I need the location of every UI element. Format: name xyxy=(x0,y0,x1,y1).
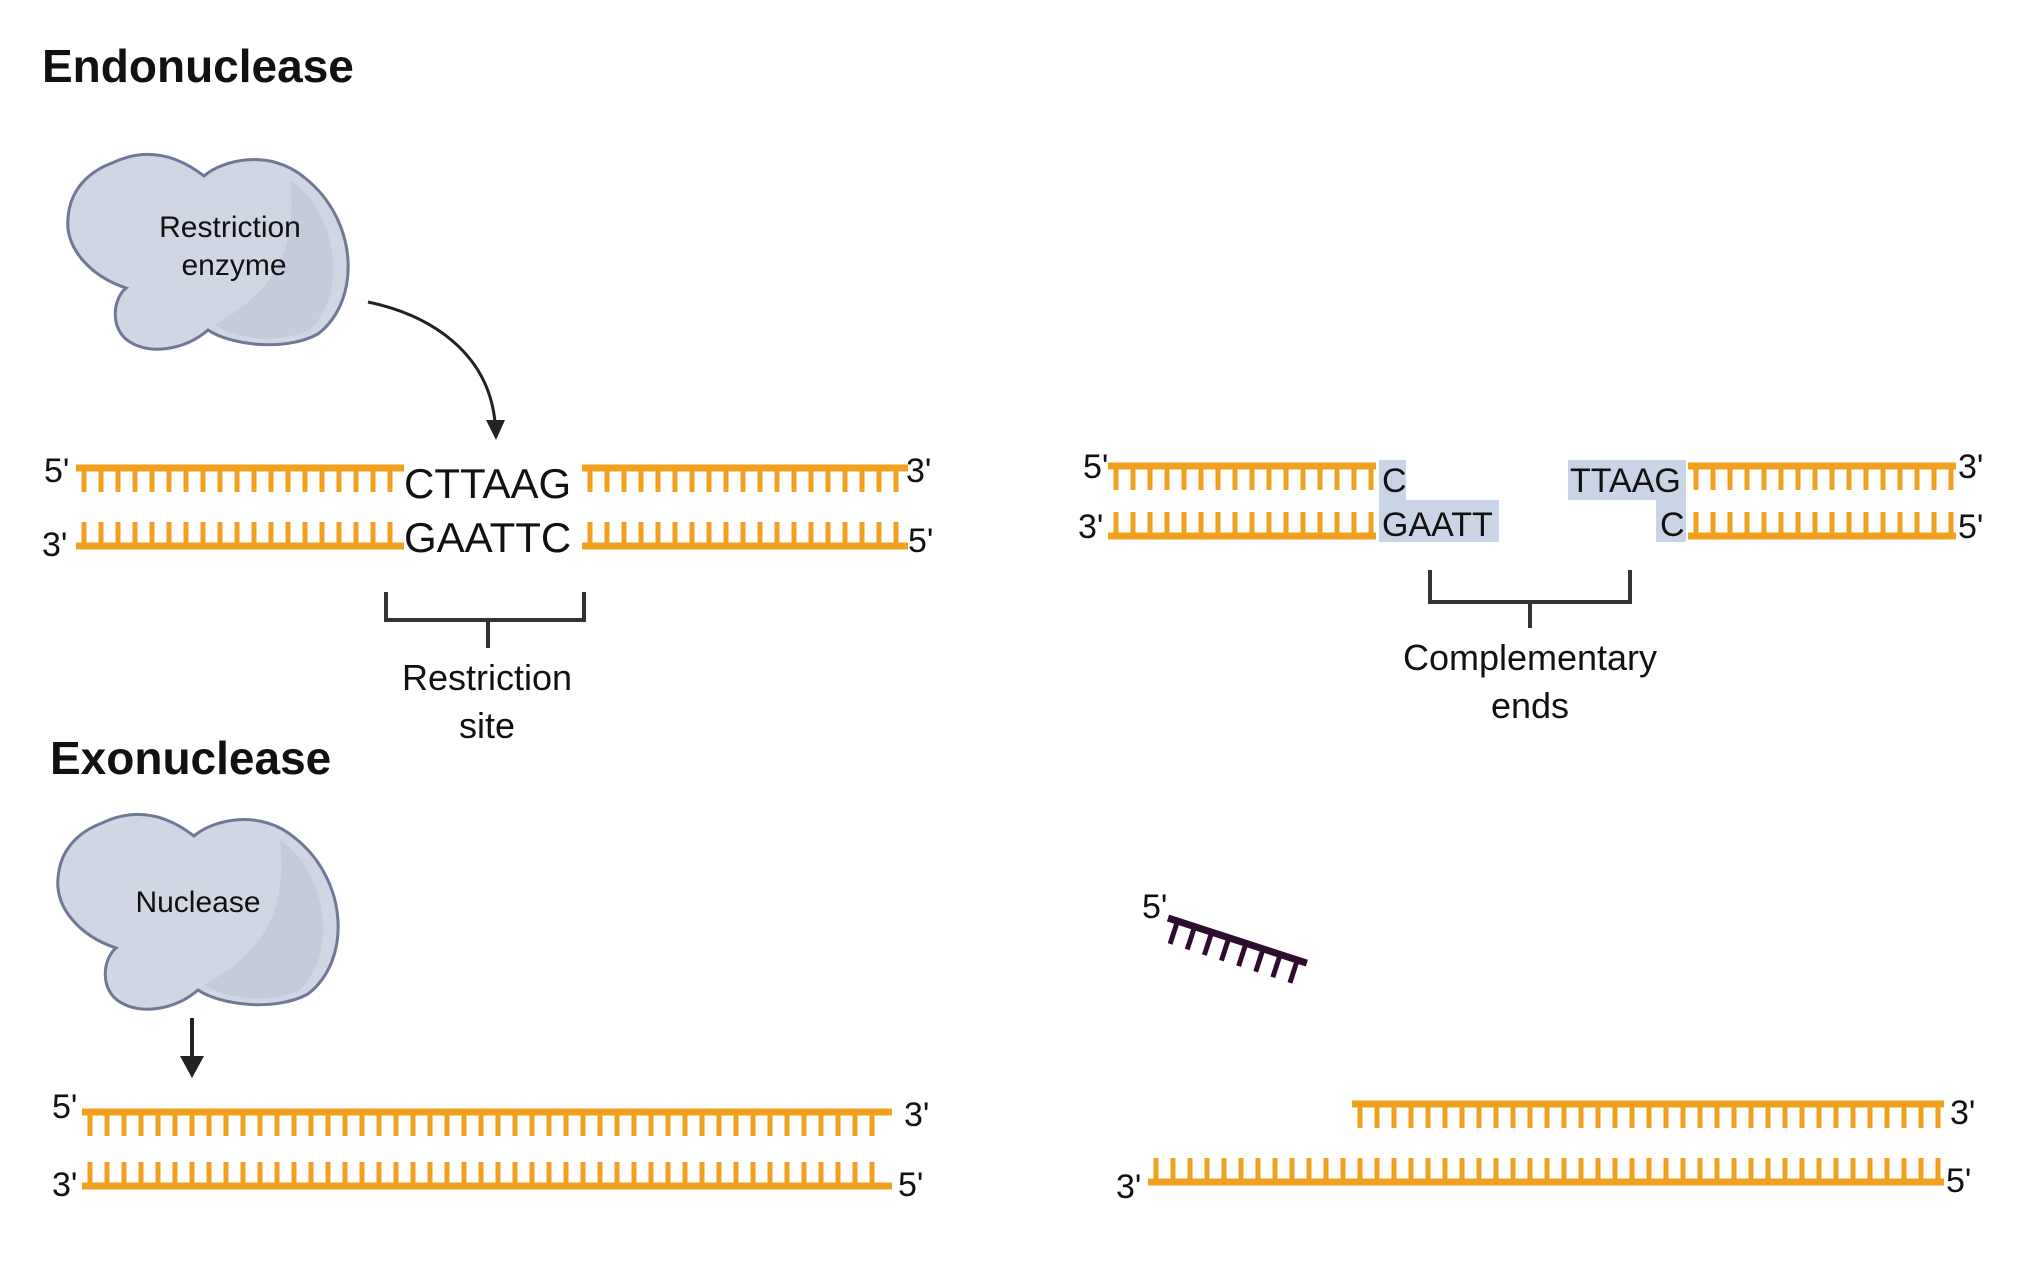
left-fragment-top-overhang: C xyxy=(1382,462,1407,500)
cut-left-top-strand xyxy=(1108,462,1376,490)
result-bottom-left-end: 3' xyxy=(1116,1168,1141,1206)
endonuclease-dna xyxy=(76,464,908,550)
fragment-5prime-end: 5' xyxy=(1142,888,1167,926)
complementary-ends-bracket xyxy=(1428,570,1632,628)
restriction-site-label-line2: site xyxy=(459,705,515,746)
left-bottom-overhang-highlight xyxy=(1379,500,1499,542)
right-fragment-top-overhang: TTAAG xyxy=(1570,462,1681,500)
nuclease-label: Nuclease xyxy=(135,886,260,919)
cut-right-top-strand xyxy=(1688,462,1956,490)
cut-bottom-right-end: 5' xyxy=(1958,508,1983,546)
endo-bottom-left-end: 3' xyxy=(42,526,67,564)
exo-bottom-strand xyxy=(82,1162,892,1190)
exo-top-strand xyxy=(82,1108,892,1136)
endonuclease-title: Endonuclease xyxy=(42,40,354,92)
restriction-enzyme-label-line1: Restriction xyxy=(159,211,301,244)
right-fragment-bottom-overhang: C xyxy=(1660,506,1685,544)
complementary-ends-label-line2: ends xyxy=(1491,685,1569,726)
cut-top-left-end: 5' xyxy=(1083,448,1108,486)
released-nucleotide-fragment xyxy=(1166,914,1308,984)
restriction-enzyme-shape xyxy=(66,152,350,351)
exo-bottom-left-end: 3' xyxy=(52,1166,77,1204)
endo-top-left-end: 5' xyxy=(44,452,69,490)
exo-top-right-end: 3' xyxy=(904,1096,929,1134)
cut-bottom-left-end: 3' xyxy=(1078,508,1103,546)
result-bottom-strand xyxy=(1148,1158,1944,1186)
restriction-site-label-line1: Restriction xyxy=(402,657,572,698)
left-top-overhang-highlight xyxy=(1379,460,1406,500)
exo-bottom-right-end: 5' xyxy=(898,1166,923,1204)
result-bottom-right-end: 5' xyxy=(1946,1162,1971,1200)
exo-top-left-end: 5' xyxy=(52,1088,77,1126)
endo-top-right-strand xyxy=(582,464,908,492)
cut-left-bottom-strand xyxy=(1108,512,1376,540)
endo-bottom-right-strand xyxy=(582,522,908,550)
result-top-strand xyxy=(1352,1100,1944,1128)
right-bottom-overhang-highlight xyxy=(1656,500,1686,542)
cut-top-right-end: 3' xyxy=(1958,448,1983,486)
cut-dna-fragments xyxy=(1108,462,1956,540)
right-top-overhang-highlight xyxy=(1568,460,1686,500)
endo-top-left-strand xyxy=(76,464,404,492)
complementary-ends-label-line1: Complementary xyxy=(1403,637,1657,678)
restriction-site-bracket xyxy=(384,592,586,648)
cut-right-bottom-strand xyxy=(1688,512,1956,540)
fragment-strand xyxy=(1166,914,1308,984)
nuclease-enzyme-shape xyxy=(56,812,340,1011)
restriction-site-top-sequence: CTTAAG xyxy=(404,460,571,507)
endo-top-right-end: 3' xyxy=(906,452,931,490)
left-fragment-bottom-overhang: GAATT xyxy=(1382,506,1493,544)
exonuclease-title: Exonuclease xyxy=(50,732,331,784)
result-top-right-end: 3' xyxy=(1950,1094,1975,1132)
endo-bottom-left-strand xyxy=(76,522,404,550)
restriction-enzyme-label-line2: enzyme xyxy=(181,249,286,282)
restriction-site-bottom-sequence: GAATTC xyxy=(404,514,571,561)
exonuclease-dna xyxy=(82,1108,892,1190)
nuclease-down-arrow xyxy=(180,1018,204,1078)
exonuclease-result-dna xyxy=(1148,1100,1944,1186)
enzyme-cut-arrow xyxy=(367,300,505,440)
endo-bottom-right-end: 5' xyxy=(908,522,933,560)
